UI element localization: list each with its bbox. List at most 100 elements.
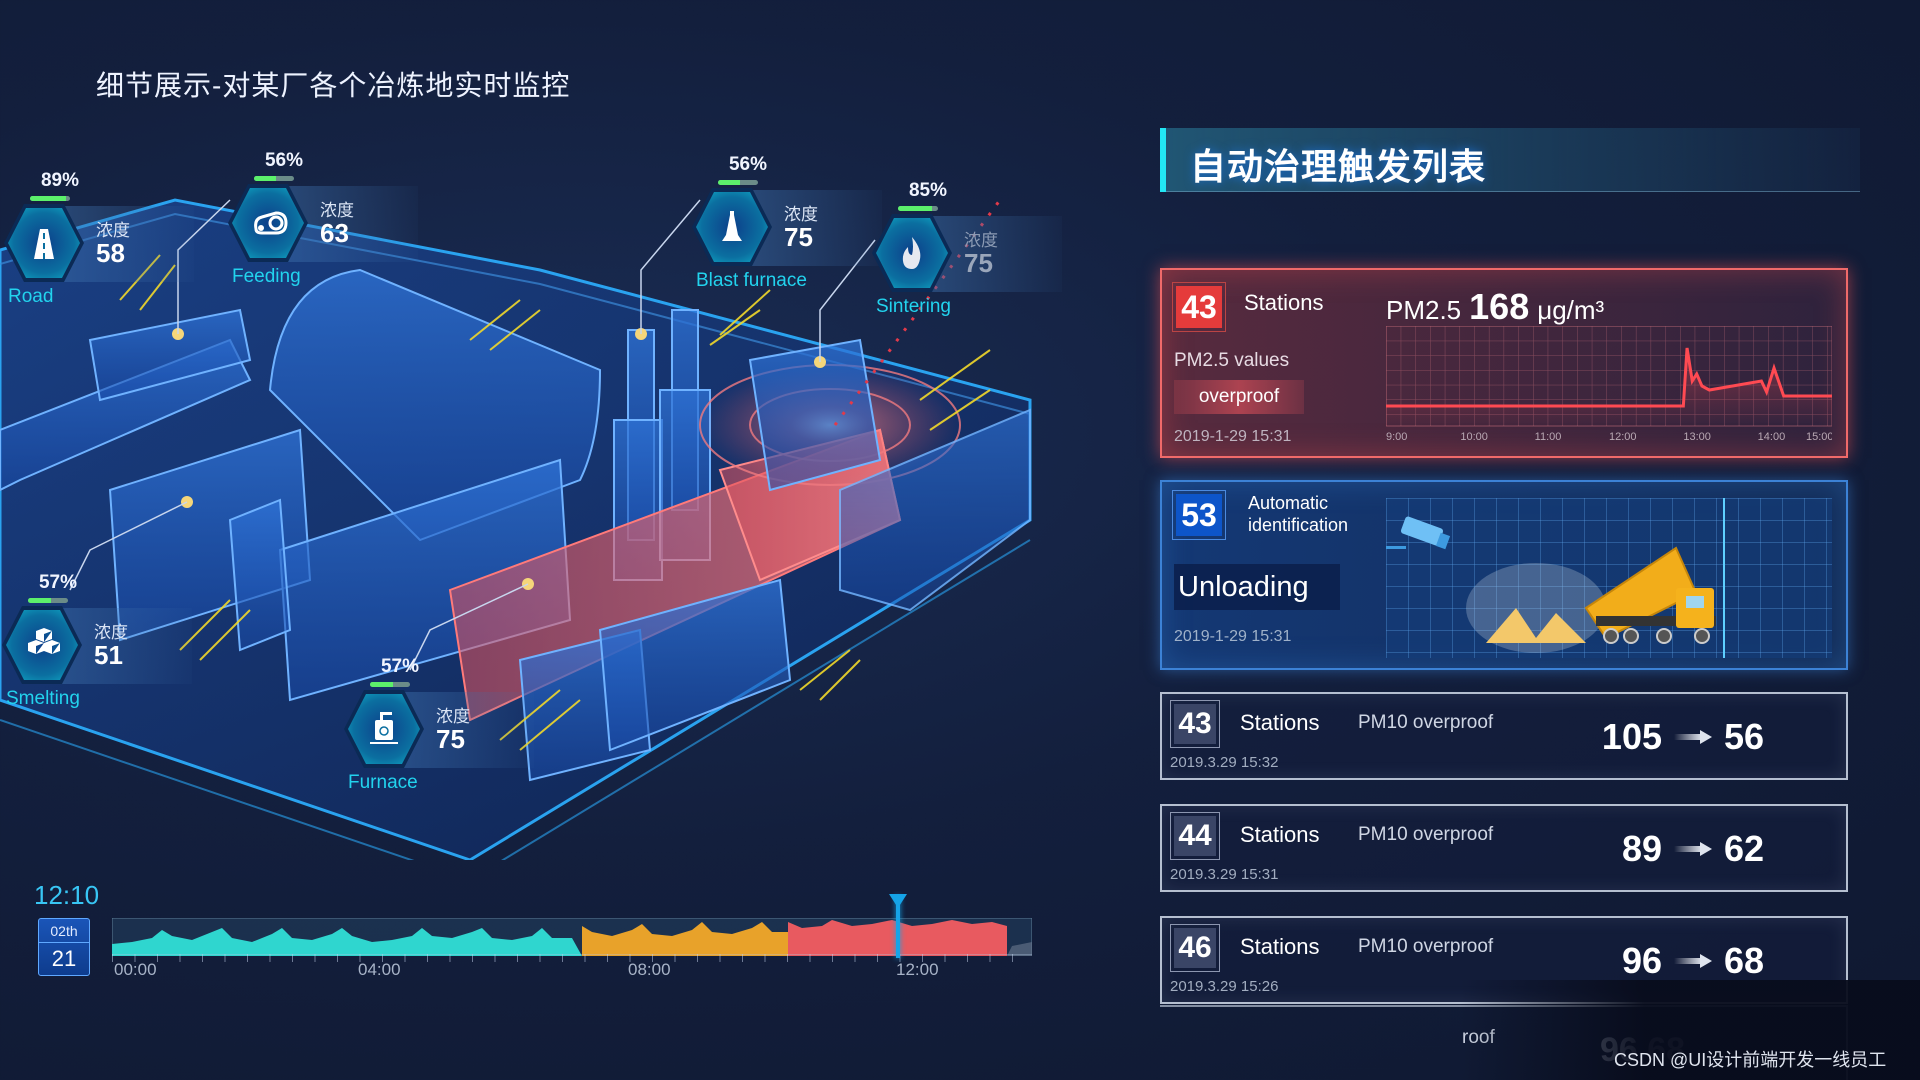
station-feeding[interactable]: 56% 浓度 63 Feeding [228, 150, 448, 290]
progress-bar [898, 206, 938, 211]
date-day: 21 [51, 946, 77, 971]
timeline-label: 00:00 [114, 960, 157, 979]
concentration-label: 浓度 [964, 231, 998, 250]
station-count-badge: 46 [1170, 924, 1220, 972]
svg-text:12:00: 12:00 [1609, 431, 1637, 443]
page-title: 细节展示-对某厂各个冶炼地实时监控 [96, 70, 571, 101]
station-count-badge: 44 [1170, 812, 1220, 860]
pm-prefix: PM2.5 [1386, 295, 1462, 325]
panel-header: 自动治理触发列表 [1160, 128, 1860, 192]
arrow-right-icon [1674, 954, 1712, 968]
svg-text:13:00: 13:00 [1683, 431, 1711, 443]
concentration-label: 浓度 [96, 221, 130, 240]
station-smelting[interactable]: 57% 浓度 51 Smelting [2, 572, 222, 712]
concentration-value: 75 [964, 248, 993, 278]
progress-bar [28, 598, 68, 603]
concentration-value: 51 [94, 640, 123, 670]
value-before: 105 [1601, 716, 1662, 757]
station-name: Smelting [6, 688, 80, 709]
station-name: Furnace [348, 772, 418, 793]
timestamp: 2019-1-29 15:31 [1174, 428, 1292, 445]
arrow-right-icon [1674, 730, 1712, 744]
pm-unit: μg/m³ [1537, 295, 1605, 325]
svg-text:14:00: 14:00 [1758, 431, 1786, 443]
timeline-label: 04:00 [358, 960, 401, 979]
row-description: PM10 overproof [1358, 712, 1494, 733]
road-icon [34, 229, 54, 259]
identification-label: Automatic identification [1248, 492, 1348, 536]
station-sintering[interactable]: 85% 浓度 75 Sintering [872, 180, 1092, 320]
timeline-scrubber[interactable] [896, 896, 900, 958]
cubes-icon [28, 628, 60, 654]
blast-furnace-icon [722, 211, 742, 241]
factory-3d-scene: 89% 浓度 58 Road 56% 浓度 63 Feeding 56% 浓度 … [0, 150, 1062, 882]
hex-badge [348, 694, 420, 764]
value-after: 68 [1724, 940, 1765, 981]
date-picker[interactable]: 02th 21 [38, 918, 90, 976]
concentration-value: 58 [96, 238, 125, 268]
station-road[interactable]: 89% 浓度 58 Road [4, 170, 224, 310]
value-after: 62 [1724, 828, 1765, 869]
timeline-label: 08:00 [628, 960, 671, 979]
stations-label: Stations [1240, 822, 1320, 847]
camera-icon [1386, 516, 1451, 550]
value-after: 56 [1724, 716, 1765, 757]
timestamp: 2019.3.29 15:31 [1170, 866, 1279, 883]
progress-bar [254, 176, 294, 181]
hex-badge [6, 610, 78, 680]
unloading-camera-view[interactable] [1386, 498, 1832, 658]
row-description: PM10 overproof [1358, 824, 1494, 845]
station-count-badge: 43 [1172, 282, 1226, 332]
timeline-ticks [112, 954, 1032, 962]
progress-bar [718, 180, 758, 185]
station-count-badge: 53 [1172, 490, 1226, 540]
station-blast-furnace[interactable]: 56% 浓度 75 Blast furnace [692, 154, 912, 294]
station-furnace[interactable]: 57% 浓度 75 Furnace [344, 656, 564, 796]
scroll-fade-overlay [1460, 980, 1920, 1080]
value-before: 89 [1621, 828, 1662, 869]
date-month: 02th [39, 919, 89, 943]
header-accent [1160, 128, 1166, 192]
svg-text:9:00: 9:00 [1386, 431, 1407, 443]
identification-line2: identification [1248, 515, 1349, 535]
concentration-label: 浓度 [94, 623, 128, 642]
trigger-row[interactable]: 43 Stations PM10 overproof 2019.3.29 15:… [1160, 692, 1848, 780]
hex-badge [696, 192, 768, 262]
value-before: 96 [1621, 940, 1662, 981]
status-badge: overproof [1174, 380, 1304, 414]
svg-text:11:00: 11:00 [1535, 431, 1562, 443]
metric-label: PM2.5 values [1174, 350, 1290, 371]
station-name: Sintering [876, 296, 951, 317]
progress-bar [370, 682, 410, 687]
timestamp: 2019-1-29 15:31 [1174, 628, 1292, 645]
current-time: 12:10 [34, 880, 100, 910]
identification-line1: Automatic [1248, 493, 1329, 513]
timeline-label: 12:00 [896, 960, 939, 979]
station-name: Blast furnace [696, 270, 807, 291]
station-percent: 56% [728, 154, 768, 175]
station-percent: 85% [908, 180, 948, 201]
furnace-icon [370, 712, 398, 744]
timeline-track[interactable] [111, 917, 1033, 957]
concentration-label: 浓度 [784, 205, 818, 224]
pm-value: 168 [1469, 286, 1530, 327]
event-label: Unloading [1174, 564, 1340, 610]
timestamp: 2019.3.29 15:26 [1170, 978, 1279, 995]
identification-card[interactable]: 53 Automatic identification Unloading 20… [1160, 480, 1848, 670]
station-name: Road [8, 286, 54, 307]
flame-icon [902, 237, 921, 269]
station-percent: 57% [38, 572, 78, 593]
panel-title: 自动治理触发列表 [1190, 146, 1487, 187]
conveyor-belt-icon [254, 211, 288, 235]
hex-badge [232, 188, 304, 258]
watermark: CSDN @UI设计前端开发一线员工 [1614, 1050, 1887, 1070]
concentration-label: 浓度 [320, 201, 354, 220]
stations-label: Stations [1240, 934, 1320, 959]
station-percent: 56% [264, 150, 304, 171]
stations-label: Stations [1244, 290, 1324, 315]
pm25-alert-card[interactable]: 43 Stations PM2.5 values overproof 2019-… [1160, 268, 1848, 458]
progress-bar [30, 196, 70, 201]
trigger-row[interactable]: 44 Stations PM10 overproof 2019.3.29 15:… [1160, 804, 1848, 892]
concentration-value: 75 [784, 222, 813, 252]
